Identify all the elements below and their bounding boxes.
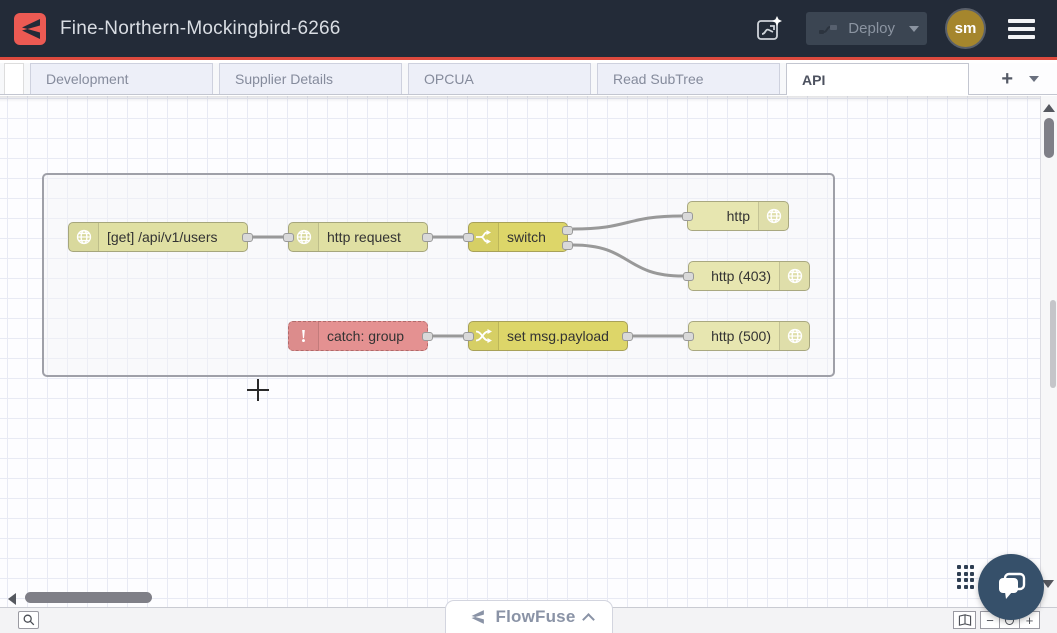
output-port[interactable] bbox=[622, 332, 633, 341]
tab-opcua[interactable]: OPCUA bbox=[408, 63, 591, 94]
search-icon bbox=[23, 614, 34, 626]
user-avatar[interactable]: sm bbox=[947, 10, 984, 47]
output-port-1[interactable] bbox=[562, 226, 573, 235]
header-actions: Deploy sm bbox=[752, 10, 1039, 47]
globe-icon bbox=[779, 262, 809, 290]
output-port[interactable] bbox=[242, 233, 253, 242]
crosshair-cursor bbox=[247, 379, 269, 401]
node-catch[interactable]: ! catch: group bbox=[288, 321, 433, 351]
node-change[interactable]: set msg.payload bbox=[463, 321, 633, 351]
node-http-request[interactable]: http request bbox=[283, 222, 433, 252]
tab-api-active[interactable]: API bbox=[786, 63, 969, 95]
navigator-toggle-button[interactable] bbox=[953, 611, 976, 629]
flowfuse-banner-label: FlowFuse bbox=[495, 607, 576, 626]
vertical-scroll-thumb[interactable] bbox=[1044, 118, 1054, 158]
output-port[interactable] bbox=[422, 332, 433, 341]
add-flow-button[interactable]: + bbox=[1001, 67, 1013, 90]
vertical-scrollbar[interactable] bbox=[1040, 96, 1057, 607]
scroll-left-arrow-icon[interactable] bbox=[8, 593, 16, 605]
flow-list-caret-icon[interactable] bbox=[1029, 75, 1039, 82]
search-button[interactable] bbox=[18, 611, 39, 629]
globe-icon bbox=[69, 223, 99, 251]
input-port[interactable] bbox=[683, 332, 694, 341]
input-port[interactable] bbox=[463, 233, 474, 242]
output-port-2[interactable] bbox=[562, 241, 573, 250]
node-label: http (500) bbox=[711, 328, 771, 344]
scroll-up-arrow-icon[interactable] bbox=[1043, 104, 1055, 112]
deploy-caret-icon[interactable] bbox=[909, 25, 919, 32]
header: Fine-Northern-Mockingbird-6266 Deploy sm bbox=[0, 0, 1057, 60]
tab-actions: + bbox=[969, 63, 1057, 94]
node-http-response[interactable]: http bbox=[682, 201, 789, 231]
instance-title: Fine-Northern-Mockingbird-6266 bbox=[60, 17, 341, 39]
flow-canvas[interactable] bbox=[0, 96, 1040, 633]
globe-icon bbox=[289, 223, 319, 251]
node-label: [get] /api/v1/users bbox=[107, 229, 218, 245]
outer-scroll-thumb[interactable] bbox=[1050, 300, 1056, 388]
flowfuse-banner[interactable]: FlowFuse bbox=[445, 600, 613, 633]
tab-supplier-details[interactable]: Supplier Details bbox=[219, 63, 402, 94]
flowfuse-gray-logo-icon bbox=[471, 610, 484, 624]
node-label: http bbox=[726, 208, 750, 224]
node-label: switch bbox=[507, 229, 546, 245]
change-icon bbox=[469, 322, 499, 350]
node-label: http (403) bbox=[711, 268, 771, 284]
node-label: catch: group bbox=[327, 328, 405, 344]
horizontal-scrollbar[interactable] bbox=[0, 589, 1040, 606]
output-port[interactable] bbox=[422, 233, 433, 242]
deploy-label: Deploy bbox=[848, 20, 895, 37]
flowfuse-logo-icon[interactable] bbox=[14, 12, 46, 45]
hamburger-menu-icon[interactable] bbox=[1004, 15, 1039, 43]
map-icon bbox=[958, 614, 971, 626]
node-switch[interactable]: switch bbox=[463, 222, 573, 252]
input-port[interactable] bbox=[283, 233, 294, 242]
exclamation-icon: ! bbox=[289, 322, 319, 350]
scroll-down-arrow-icon[interactable] bbox=[1042, 580, 1054, 588]
globe-icon bbox=[758, 202, 788, 230]
deploy-node-icon bbox=[819, 24, 838, 34]
flow-tab-bar: Development Supplier Details OPCUA Read … bbox=[0, 63, 1057, 95]
tab-scroll-left-button[interactable] bbox=[4, 63, 24, 94]
chat-drag-handle[interactable] bbox=[957, 565, 975, 609]
ai-assistant-icon[interactable] bbox=[752, 12, 786, 46]
node-label: http request bbox=[327, 229, 401, 245]
node-http-response-500[interactable]: http (500) bbox=[683, 321, 810, 351]
horizontal-scroll-thumb[interactable] bbox=[25, 592, 152, 603]
chat-icon bbox=[999, 572, 1026, 599]
globe-icon bbox=[779, 322, 809, 350]
input-port[interactable] bbox=[463, 332, 474, 341]
node-http-response-403[interactable]: http (403) bbox=[683, 261, 810, 291]
deploy-button[interactable]: Deploy bbox=[806, 12, 927, 45]
switch-icon bbox=[469, 223, 499, 251]
tab-read-subtree[interactable]: Read SubTree bbox=[597, 63, 780, 94]
tab-development[interactable]: Development bbox=[30, 63, 213, 94]
node-http-in[interactable]: [get] /api/v1/users bbox=[68, 222, 253, 252]
node-label: set msg.payload bbox=[507, 328, 609, 344]
input-port[interactable] bbox=[683, 272, 694, 281]
chat-launcher-button[interactable] bbox=[978, 554, 1044, 620]
input-port[interactable] bbox=[682, 212, 693, 221]
chevron-up-icon bbox=[581, 613, 595, 626]
